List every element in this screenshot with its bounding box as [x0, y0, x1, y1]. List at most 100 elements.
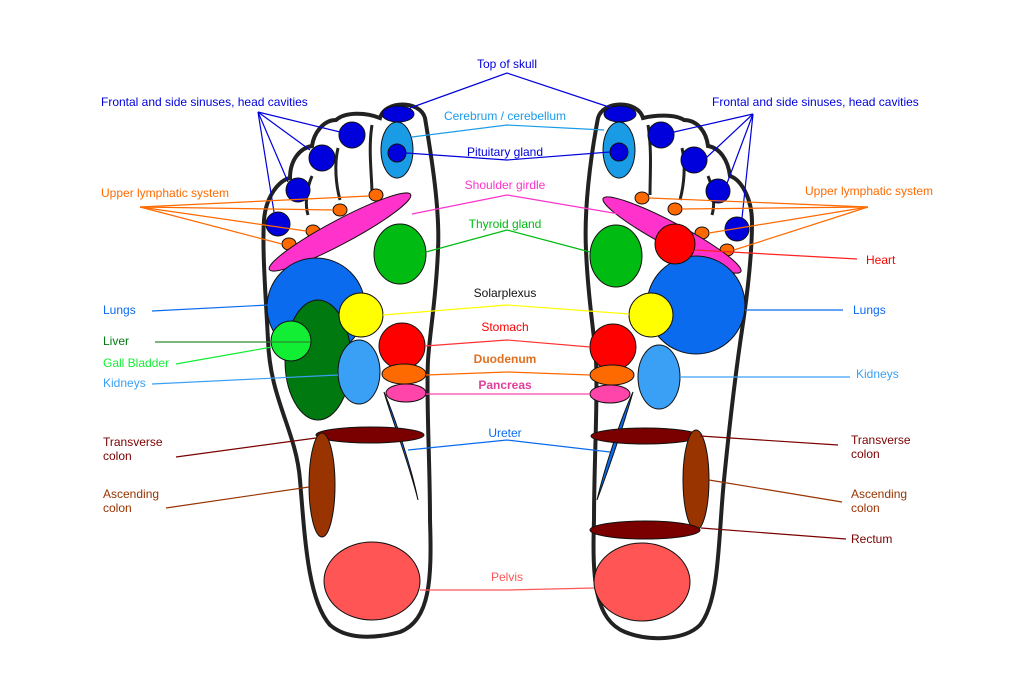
leader-sinuses-left: [257, 111, 341, 213]
right-pelvis-zone: [593, 542, 691, 622]
label-lymph-right: Upper lymphatic system: [805, 184, 933, 198]
right-rectum-zone: [589, 520, 701, 540]
right-thyroid-zone: [589, 224, 643, 288]
leader-sinuses-right: [673, 113, 754, 219]
left-pancreas-zone: [385, 383, 427, 403]
right-ascending-colon-zone: [682, 429, 710, 531]
label-duodenum: Duodenum: [474, 352, 537, 366]
leader-shoulder: [411, 194, 626, 216]
label-rectum: Rectum: [851, 532, 892, 546]
right-heart-zone: [654, 223, 696, 265]
leader-transverse-left: [175, 437, 317, 458]
left-toe-separator-1: [368, 124, 374, 196]
leader-transverse-right: [699, 435, 839, 446]
label-kidneys-right: Kidneys: [856, 367, 899, 381]
left-toe-separator-2: [334, 147, 342, 201]
left-shoulder-zone: [268, 192, 412, 272]
label-transverse-right-1: Transverse: [851, 433, 911, 447]
left-sinus-zone-3: [285, 177, 311, 203]
right-kidneys-zone: [637, 344, 681, 410]
right-lymph-zone-2: [667, 202, 683, 216]
label-transverse-left-2: colon: [103, 449, 132, 463]
label-lungs-right: Lungs: [853, 303, 886, 317]
label-ascending-left-2: colon: [103, 501, 132, 515]
leader-ureter: [407, 439, 611, 453]
left-lymph-zone-1: [368, 188, 384, 202]
right-pancreas-zone: [589, 384, 631, 404]
left-thyroid-zone: [373, 223, 427, 285]
leader-heart: [694, 249, 858, 260]
label-gall-bladder: Gall Bladder: [103, 356, 169, 370]
leader-cerebrum: [411, 124, 605, 138]
left-sinus-zone-4: [265, 211, 291, 237]
right-pituitary-zone: [609, 142, 629, 162]
leader-lymph-left: [139, 195, 370, 245]
right-solarplexus-zone: [628, 292, 674, 338]
label-lungs-left: Lungs: [103, 303, 136, 317]
right-foot: [583, 102, 755, 641]
label-pancreas: Pancreas: [478, 378, 532, 392]
left-sinus-zone-2: [308, 144, 336, 172]
leader-gall-bladder: [175, 346, 273, 365]
right-sinus-zone-1: [647, 121, 675, 149]
left-ascending-colon-zone: [308, 432, 336, 538]
right-ureter-zone: [596, 391, 634, 501]
label-ascending-right-1: Ascending: [851, 487, 907, 501]
leader-top-of-skull: [409, 72, 613, 109]
left-pelvis-zone: [323, 541, 421, 621]
leader-ascending-left: [165, 486, 310, 509]
label-pelvis: Pelvis: [491, 570, 523, 584]
right-sinus-zone-3: [705, 178, 731, 204]
label-kidneys-left: Kidneys: [103, 376, 146, 390]
label-solarplexus: Solarplexus: [474, 286, 537, 300]
left-pituitary-zone: [387, 143, 407, 163]
leader-pelvis: [420, 587, 595, 591]
label-sinuses-left: Frontal and side sinuses, head cavities: [101, 95, 308, 109]
left-lymph-zone-2: [332, 203, 348, 217]
leader-thyroid: [425, 229, 591, 253]
label-transverse-left-1: Transverse: [103, 435, 163, 449]
label-liver: Liver: [103, 334, 129, 348]
left-gall-bladder-zone: [270, 320, 312, 362]
leader-rectum: [700, 527, 847, 540]
left-foot: [261, 102, 441, 639]
leader-kidneys-left: [151, 374, 339, 385]
right-lymph-zone-1: [634, 191, 650, 205]
right-duodenum-zone: [589, 364, 635, 386]
leader-lymph-right: [648, 197, 869, 251]
right-top-of-skull-zone: [603, 105, 637, 123]
left-kidneys-zone: [337, 339, 381, 405]
left-top-of-skull-zone: [381, 105, 415, 123]
left-ureter-zone: [383, 391, 419, 501]
left-transverse-colon-zone: [315, 426, 425, 444]
label-shoulder: Shoulder girdle: [465, 178, 546, 192]
leader-ascending-right: [708, 479, 843, 503]
label-cerebrum: Cerebrum / cerebellum: [444, 109, 566, 123]
label-stomach: Stomach: [481, 320, 528, 334]
labels: Top of skull Cerebrum / cerebellum Pitui…: [101, 57, 933, 584]
label-sinuses-right: Frontal and side sinuses, head cavities: [712, 95, 919, 109]
leader-lines: [139, 72, 869, 591]
right-transverse-colon-zone: [590, 427, 700, 445]
leader-stomach: [424, 339, 591, 348]
right-stomach-zone: [589, 323, 637, 371]
label-heart: Heart: [866, 253, 896, 267]
label-ascending-right-2: colon: [851, 501, 880, 515]
right-sinus-zone-2: [680, 146, 708, 174]
leader-pituitary: [405, 151, 611, 161]
label-transverse-right-2: colon: [851, 447, 880, 461]
left-solarplexus-zone: [338, 292, 384, 338]
label-ascending-left-1: Ascending: [103, 487, 159, 501]
right-toe-separator-2: [678, 147, 686, 201]
left-stomach-zone: [378, 322, 426, 370]
leader-duodenum: [425, 371, 591, 376]
label-top-of-skull: Top of skull: [477, 57, 537, 71]
label-ureter: Ureter: [488, 426, 521, 440]
label-lymph-left: Upper lymphatic system: [101, 186, 229, 200]
leader-solarplexus: [382, 304, 630, 316]
left-sinus-zone-1: [338, 121, 366, 149]
leader-lungs-left: [151, 304, 269, 312]
label-thyroid: Thyroid gland: [469, 217, 542, 231]
left-duodenum-zone: [381, 363, 427, 385]
